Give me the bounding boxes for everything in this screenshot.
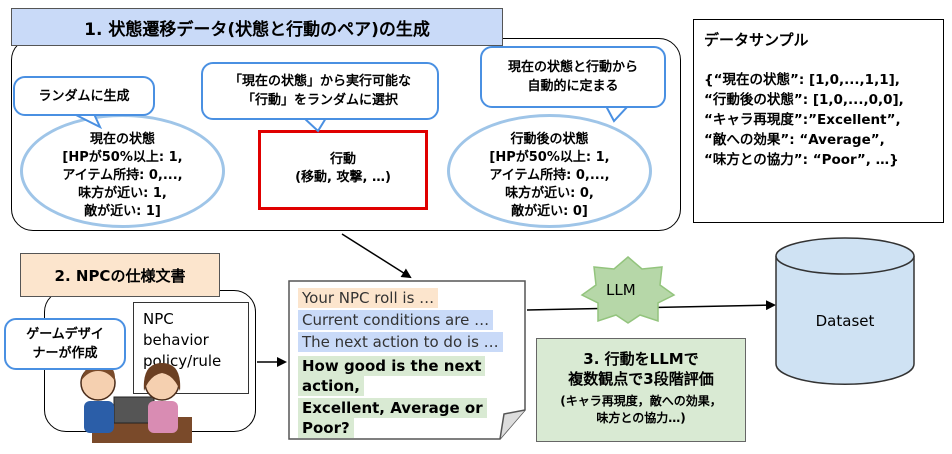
bubble-text: ゲームデザイ	[26, 327, 104, 342]
game-designers-illustration	[80, 362, 192, 443]
step3-title-line: 3. 行動をLLMで	[583, 350, 699, 368]
next-state-label: 行動後の状態	[510, 132, 589, 147]
llm-prompt-document: Your NPC roll is … Current conditions ar…	[288, 280, 526, 440]
bubble-text: 「現在の状態」から実行可能な	[228, 74, 411, 89]
designer-female-hair	[143, 363, 181, 391]
prompt-conditions-line: Current conditions are …	[298, 310, 494, 330]
policy-line: NPC	[143, 310, 174, 328]
action-label: 行動	[329, 152, 356, 167]
bubble-tail-next	[604, 105, 631, 123]
data-sample-line: “敵への効果”: “Average”,	[704, 132, 885, 148]
action-box: 行動 (移動, 攻撃, …)	[258, 130, 428, 210]
current-state-ellipse: 現在の状態 [HPが50%以上: 1, アイテム所持: 0,..., 味方が近い…	[20, 114, 225, 228]
llm-evaluation-box: 3. 行動をLLMで 複数観点で3段階評価 (キャラ再現度，敵への効果， 味方と…	[536, 338, 746, 442]
dataset-cylinder	[775, 237, 915, 386]
data-sample-title: データサンプル	[704, 31, 809, 49]
current-state-line: 敵が近い: 1]	[84, 204, 161, 219]
llm-star-shape	[580, 256, 676, 324]
action-detail: (移動, 攻撃, …)	[295, 170, 391, 185]
step1-title: 1. 状態遷移データ(状態と行動のペア)の生成	[11, 8, 503, 46]
next-state-line: アイテム所持: 0,...,	[489, 168, 610, 183]
random-generation-bubble: ランダムに生成	[13, 76, 155, 116]
next-state-line: [HPが50%以上: 1,	[489, 150, 610, 165]
bubble-text: ナーが作成	[32, 346, 98, 361]
step3-criteria-line: 味方との協力…)	[596, 411, 686, 425]
step3-title-line: 複数観点で3段階評価	[568, 370, 714, 388]
step2-title: 2. NPCの仕様文書	[20, 253, 220, 297]
bubble-text: 現在の状態と行動から	[507, 60, 638, 75]
bubble-text: 自動的に定まる	[527, 79, 619, 94]
prompt-question-line: Excellent, Average or	[298, 398, 487, 418]
prompt-next-action-line: The next action to do is …	[298, 332, 503, 352]
next-state-ellipse: 行動後の状態 [HPが50%以上: 1, アイテム所持: 0,..., 味方が近…	[447, 114, 652, 228]
step3-criteria: (キャラ再現度，敵への効果， 味方との協力…)	[537, 393, 745, 427]
next-state-line: 味方が近い: 0,	[505, 186, 594, 201]
action-selection-bubble: 「現在の状態」から実行可能な 「行動」をランダムに選択	[201, 62, 439, 120]
prompt-question-line: Poor?	[298, 418, 354, 438]
next-state-bubble: 現在の状態と行動から 自動的に定まる	[480, 46, 666, 108]
designer-male-body	[84, 401, 114, 433]
llm-label: LLM	[606, 281, 636, 299]
data-sample-line: {“現在の状態”: [1,0,...,1,1],	[704, 72, 900, 88]
prompt-question-line: action,	[298, 376, 365, 396]
designer-bubble: ゲームデザイ ナーが作成	[4, 318, 126, 370]
current-state-label: 現在の状態	[89, 132, 155, 147]
current-state-line: [HPが50%以上: 1,	[62, 150, 183, 165]
data-sample-line: “味方との協力”: “Poor”, …}	[704, 152, 899, 168]
data-sample-line: “キャラ再現度”:”Excellent”,	[704, 112, 901, 128]
bubble-text: 「行動」をランダムに選択	[241, 93, 398, 108]
designer-female-body	[148, 401, 178, 433]
data-sample-box: データサンプル {“現在の状態”: [1,0,...,1,1], “行動後の状態…	[693, 19, 944, 223]
current-state-line: アイテム所持: 0,...,	[62, 168, 183, 183]
bubble-text: ランダムに生成	[38, 88, 130, 104]
policy-line: behavior	[143, 331, 209, 349]
prompt-question-line: How good is the next	[298, 356, 486, 376]
dataset-label: Dataset	[815, 312, 875, 330]
next-state-line: 敵が近い: 0]	[511, 204, 588, 219]
data-sample-line: “行動後の状態”: [1,0,...,0,0],	[704, 92, 904, 108]
arrow-panel-to-prompt	[341, 233, 412, 279]
current-state-line: 味方が近い: 1,	[78, 186, 167, 201]
step3-criteria-line: (キャラ再現度，敵への効果，	[560, 394, 722, 408]
prompt-role-line: Your NPC roll is …	[298, 288, 439, 308]
